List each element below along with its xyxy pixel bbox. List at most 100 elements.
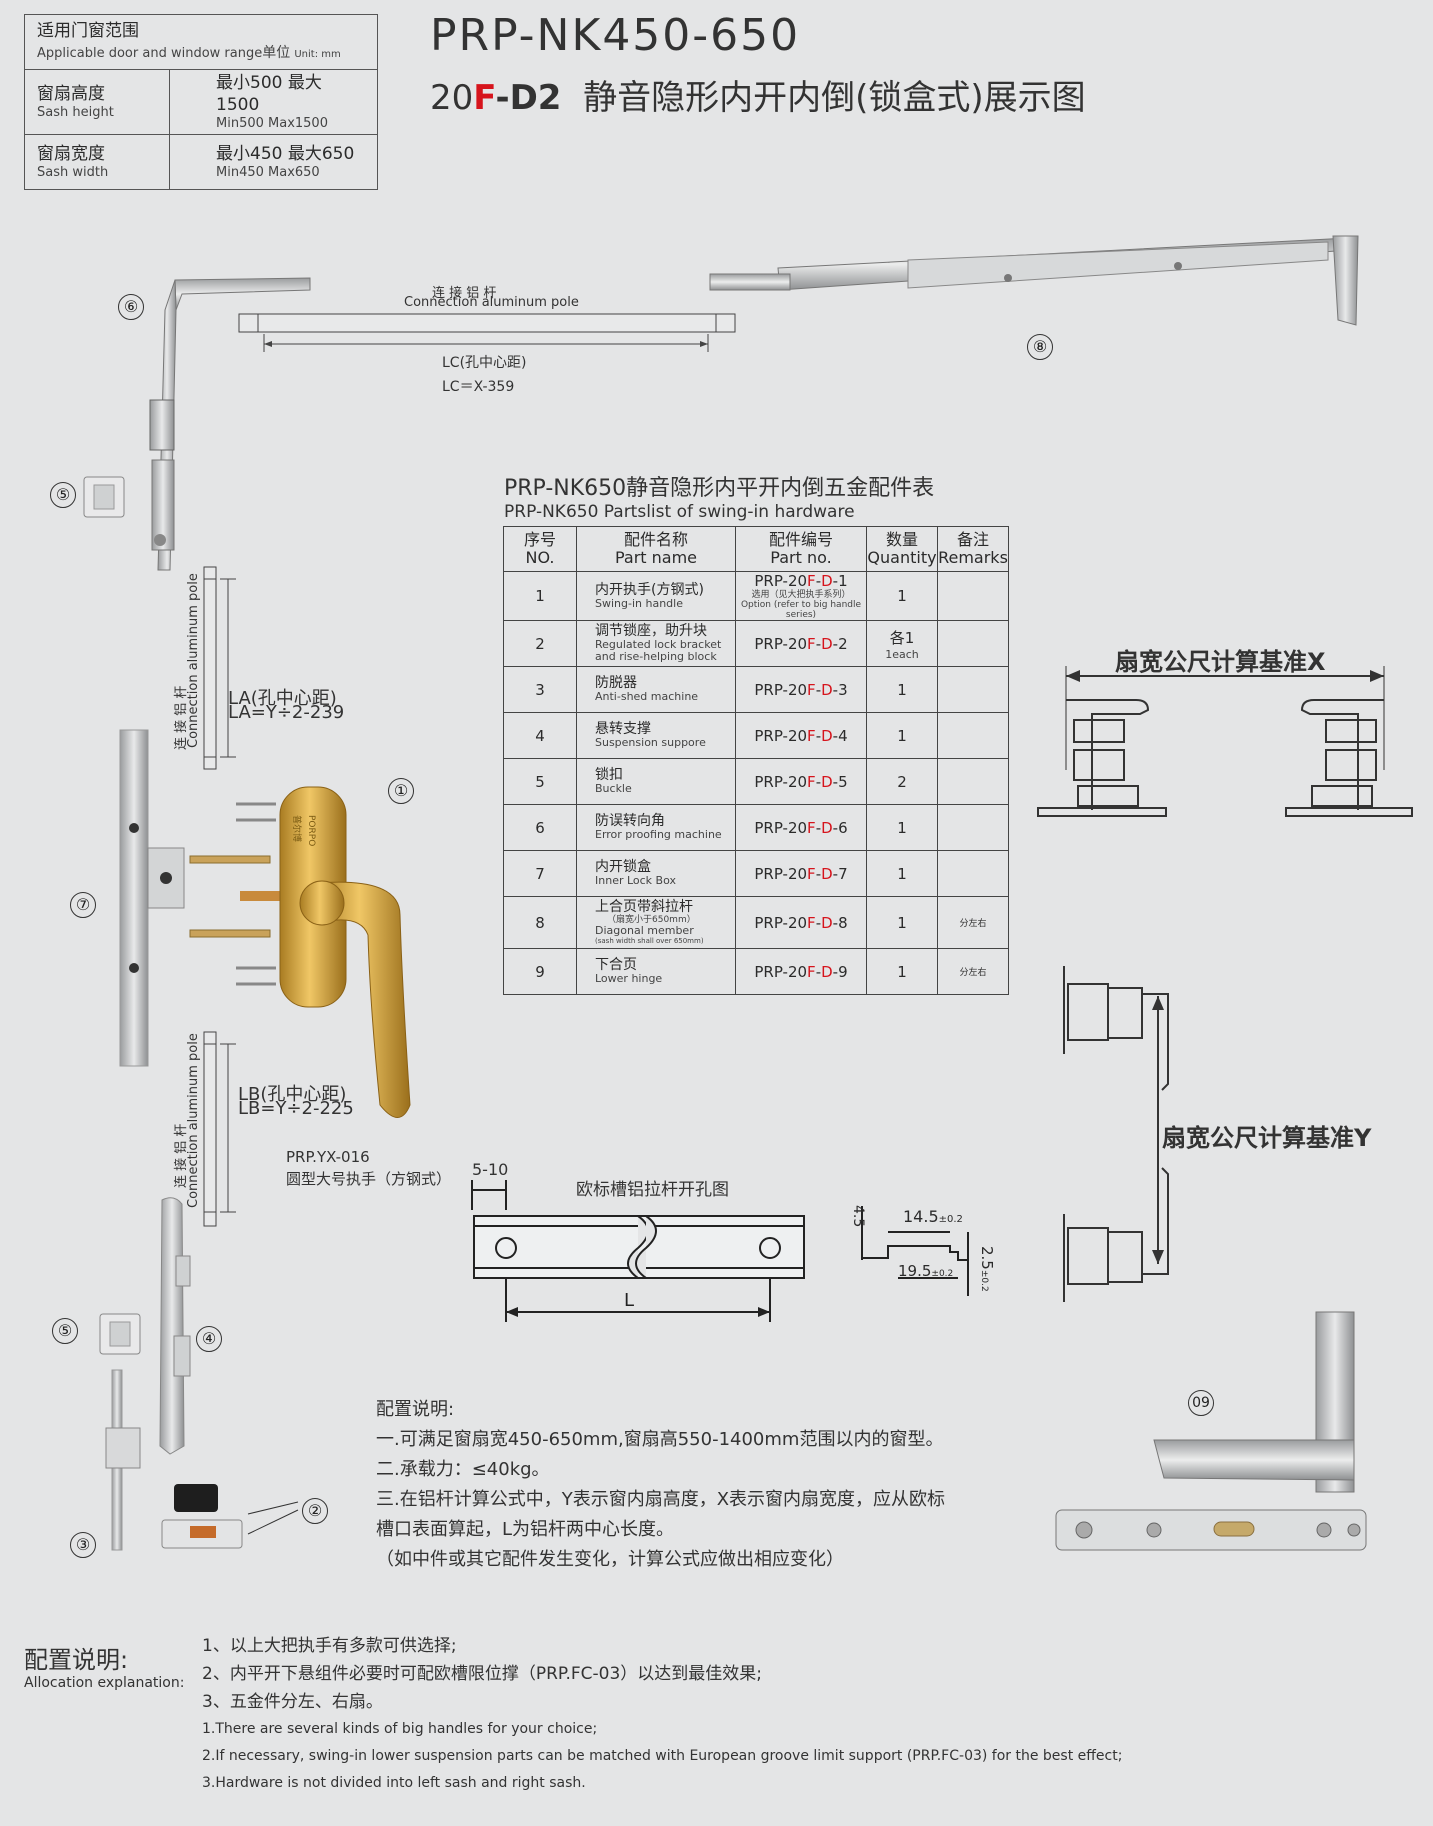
part2-leader-lines [247, 1501, 299, 1535]
row-partno: PRP-20F-D-8 [735, 896, 867, 949]
sec-25-tol: ±0.2 [979, 1269, 989, 1292]
inner-lock-box-illustration [119, 729, 185, 1067]
callout-8: ⑧ [1027, 334, 1053, 360]
range-title-zh: 适用门窗范围 [37, 21, 139, 41]
row-name: 内开执手(方钢式)Swing-in handle [576, 571, 736, 621]
sec-25: 2.5 [978, 1246, 996, 1270]
lc-label: LC(孔中心距) [442, 355, 527, 371]
connection-pole-top [238, 313, 736, 352]
row-qty: 1 [866, 666, 938, 713]
parts-heading: PRP-NK650静音隐形内平开内倒五金配件表 PRP-NK650 Partsl… [504, 470, 934, 522]
range-value-zh: 最小500 最大1500 [216, 73, 322, 115]
range-title-en: Applicable door and window range [37, 46, 263, 61]
la-label: LA(孔中心距) [228, 688, 337, 709]
allocation-title-en: Allocation explanation: [24, 1675, 185, 1691]
lb-formula: LB=Y÷2-225 [238, 1098, 354, 1119]
range-label-zh: 窗扇宽度 [37, 144, 105, 164]
lower-hinge-illustration [1055, 1311, 1367, 1551]
callout-5-upper: ⑤ [50, 482, 76, 508]
handle-model: PRP.YX-016 [286, 1148, 370, 1166]
row-no: 2 [503, 620, 577, 667]
sub-title-red: F [473, 78, 496, 118]
row-qty: 1 [866, 896, 938, 949]
config-block: 配置说明: 一.可满足窗扇宽450-650mm,窗扇高550-1400mm范围以… [376, 1395, 945, 1575]
lock-bracket-illustration [161, 1484, 243, 1549]
suspension-support-illustration [159, 1197, 191, 1455]
handle-brand-zh: 普尔博 [291, 815, 301, 843]
groove-dim: 5-10 [472, 1160, 509, 1179]
config-line: 一.可满足窗扇宽450-650mm,窗扇高550-1400mm范围以内的窗型。 [376, 1429, 944, 1450]
row-no: 1 [503, 571, 577, 621]
groove-hole-drawing [471, 1180, 805, 1322]
screws-illustration [189, 802, 276, 986]
row-qty: 2 [866, 758, 938, 805]
allocation-item-zh: 3、五金件分左、右扇。 [202, 1692, 383, 1712]
parts-heading-en: PRP-NK650 Partslist of swing-in hardware [504, 502, 855, 522]
lc-formula: LC＝X-359 [442, 379, 515, 395]
range-unit-zh: 单位 [262, 45, 291, 61]
row-qty: 1 [866, 571, 938, 621]
row-qty: 1 [866, 804, 938, 851]
row-remarks [937, 850, 1009, 897]
config-title: 配置说明: [376, 1399, 455, 1420]
range-table: 适用门窗范围 Applicable door and window range单… [24, 14, 378, 190]
conn-label-en: Connection aluminum pole [404, 295, 579, 310]
callout-6: ⑥ [118, 294, 144, 320]
row-partno: PRP-20F-D-4 [735, 712, 867, 759]
row-remarks [937, 712, 1009, 759]
row-no: 7 [503, 850, 577, 897]
conn-label-zh: 连 接 铝 杆 [432, 286, 497, 301]
sec-195-tol: ±0.2 [931, 1269, 954, 1279]
range-row-height: 窗扇高度 Sash height 最小500 最大1500 Min500 Max… [24, 69, 378, 135]
buckle-lower-illustration [99, 1313, 141, 1355]
row-remarks [937, 620, 1009, 667]
row-partno: PRP-20F-D-7 [735, 850, 867, 897]
callout-4: ④ [196, 1326, 222, 1352]
sec-145-tol: ±0.2 [938, 1214, 963, 1225]
connection-pole-lb [203, 1031, 236, 1227]
row-qty: 1 [866, 948, 938, 995]
row-remarks: 分左右 [937, 948, 1009, 995]
allocation-list: 1、以上大把执手有多款可供选择; 2、内平开下悬组件必要时可配欧槽限位撑（PRP… [202, 1632, 1122, 1797]
row-remarks [937, 804, 1009, 851]
anti-shed-illustration [105, 1369, 141, 1551]
std-y-label: 扇宽公尺计算基准Y [1162, 1124, 1372, 1152]
handle-brand: PORPO [306, 815, 316, 847]
table-row: 8 上合页带斜拉杆（扇宽小于650mm）Diagonal member(sash… [503, 896, 1009, 949]
conn-la-en: Connection aluminum pole [186, 573, 201, 748]
error-proofing-corner-illustration [149, 277, 311, 571]
row-remarks [937, 571, 1009, 621]
range-title-row: 适用门窗范围 Applicable door and window range单… [24, 14, 378, 70]
callout-1: ① [388, 778, 414, 804]
callout-5-lower: ⑤ [52, 1318, 78, 1344]
row-no: 3 [503, 666, 577, 713]
profile-y-diagram [1063, 966, 1169, 1302]
connection-pole-la [203, 566, 236, 770]
row-remarks: 分左右 [937, 896, 1009, 949]
row-no: 8 [503, 896, 577, 949]
row-remarks [937, 666, 1009, 713]
row-no: 4 [503, 712, 577, 759]
row-no: 6 [503, 804, 577, 851]
range-unit-en: Unit: mm [294, 49, 341, 60]
range-value-en: Min450 Max650 [216, 165, 320, 180]
handle-desc: 圆型大号执手（方钢式） [286, 1170, 452, 1188]
sec-145: 14.5 [903, 1207, 939, 1226]
profile-x-diagram [1037, 666, 1413, 817]
config-line: 二.承载力：≤40kg。 [376, 1459, 550, 1480]
